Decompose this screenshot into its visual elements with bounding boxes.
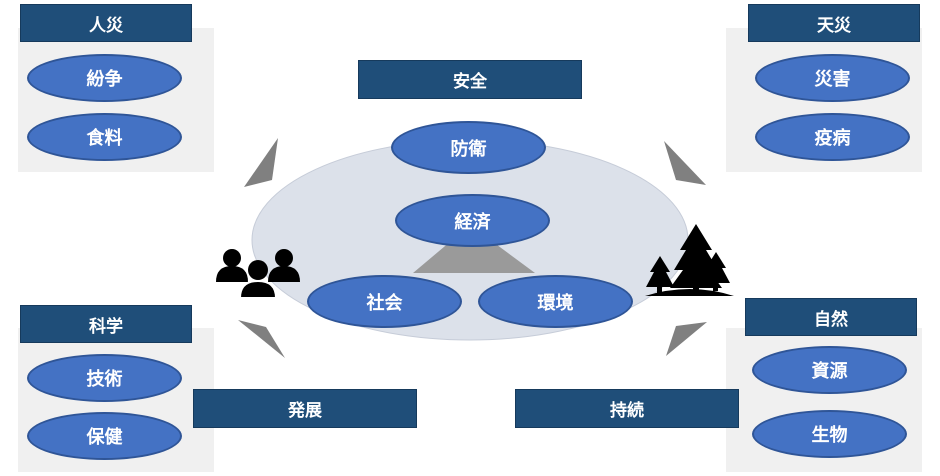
center-item-society: 社会 — [307, 275, 462, 328]
center-item-defense: 防衛 — [391, 121, 546, 174]
trees-icon — [645, 224, 734, 296]
center-item-environment: 環境 — [478, 275, 633, 328]
corner-item-top-left-2: 食料 — [27, 113, 182, 161]
corner-item-bottom-right-1: 資源 — [752, 346, 907, 394]
corner-item-top-right-2: 疫病 — [755, 113, 910, 161]
corner-title-bottom-left: 科学 — [20, 305, 192, 343]
corner-item-bottom-left-1: 技術 — [27, 354, 182, 402]
people-icon — [216, 249, 300, 299]
corner-title-bottom-right: 自然 — [745, 298, 917, 336]
corner-title-top-left: 人災 — [20, 4, 192, 42]
label-sustainability: 持続 — [515, 389, 739, 428]
label-safety: 安全 — [358, 60, 582, 99]
label-development: 発展 — [193, 389, 417, 428]
corner-item-top-right-1: 災害 — [755, 54, 910, 102]
arrow-top-left — [244, 138, 278, 187]
corner-item-top-left-1: 紛争 — [27, 54, 182, 102]
corner-item-bottom-right-2: 生物 — [752, 410, 907, 458]
arrow-bottom-right — [666, 322, 707, 356]
corner-title-top-right: 天災 — [748, 4, 920, 42]
center-item-economy: 経済 — [395, 194, 550, 247]
arrow-top-right — [664, 141, 706, 185]
corner-item-bottom-left-2: 保健 — [27, 412, 182, 460]
central-triangle — [413, 225, 535, 273]
arrow-bottom-left — [238, 320, 285, 358]
